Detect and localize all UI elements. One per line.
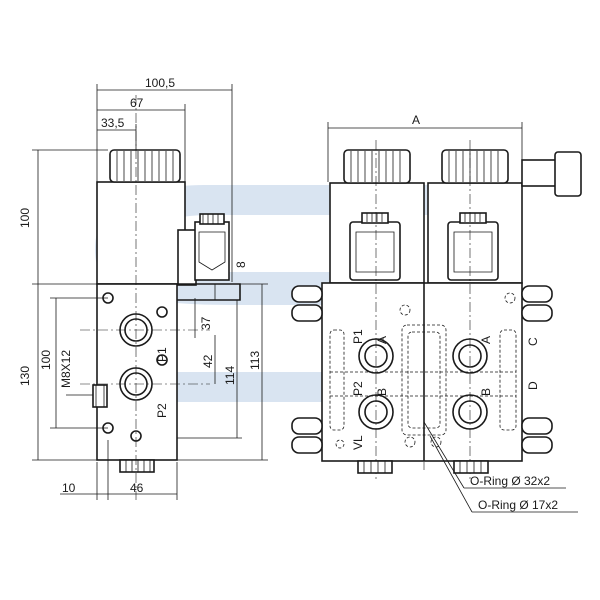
label-a2: A bbox=[479, 336, 493, 344]
label-b1: B bbox=[375, 388, 389, 396]
side-fitting bbox=[521, 151, 582, 197]
right-bottom-fitting-1 bbox=[357, 460, 393, 474]
label-p2-right: P2 bbox=[351, 381, 365, 396]
dim-100-5: 100,5 bbox=[145, 76, 175, 90]
label-d: D bbox=[526, 381, 540, 390]
dim-100-coil: 100 bbox=[18, 208, 32, 228]
dim-130: 130 bbox=[18, 366, 32, 386]
left-right-dimensions: 8 37 42 114 113 bbox=[177, 261, 268, 461]
dim-8: 8 bbox=[234, 261, 248, 268]
left-bottom-fitting bbox=[119, 459, 155, 473]
left-bottom-dimensions: 10 46 bbox=[60, 440, 178, 500]
left-body-step bbox=[177, 283, 241, 301]
left-knurled-cap bbox=[109, 149, 181, 183]
left-coil-housing bbox=[96, 181, 186, 285]
label-p1-left: P1 bbox=[155, 347, 169, 362]
dim-33-5: 33,5 bbox=[101, 116, 125, 130]
left-top-dimensions: 100,5 67 33,5 bbox=[96, 76, 233, 282]
dim-67: 67 bbox=[130, 96, 144, 110]
side-plugs-right bbox=[521, 285, 553, 454]
dim-m8x12: M8X12 bbox=[59, 350, 73, 388]
dim-10: 10 bbox=[62, 481, 76, 495]
thread-hole-m8 bbox=[92, 384, 108, 408]
label-p1-right: P1 bbox=[351, 329, 365, 344]
label-vl: VL bbox=[351, 435, 365, 450]
label-a1: A bbox=[375, 336, 389, 344]
oring-callouts: O-Ring Ø 32x2 O-Ring Ø 17x2 bbox=[423, 421, 578, 513]
mount-hole-tr bbox=[156, 306, 168, 318]
dim-A: A bbox=[412, 113, 420, 127]
dim-46: 46 bbox=[130, 481, 144, 495]
label-b2: B bbox=[479, 388, 493, 396]
right-coil-1 bbox=[329, 149, 425, 284]
right-bottom-fitting-2 bbox=[453, 460, 489, 474]
right-coil-2 bbox=[427, 149, 523, 284]
label-oring-32: O-Ring Ø 32x2 bbox=[470, 474, 550, 488]
dim-113: 113 bbox=[248, 351, 262, 370]
mount-hole-mr bbox=[156, 354, 168, 366]
label-oring-17: O-Ring Ø 17x2 bbox=[478, 498, 558, 512]
left-view: 100,5 67 33,5 100 130 100 M8X12 8 37 bbox=[18, 76, 268, 500]
left-connector-plug bbox=[177, 213, 230, 286]
label-p2-left: P2 bbox=[155, 403, 169, 418]
left-side-dimensions: 100 130 100 M8X12 bbox=[18, 149, 108, 461]
dim-42: 42 bbox=[201, 354, 215, 368]
label-c: C bbox=[526, 337, 540, 346]
dim-100-inner: 100 bbox=[39, 350, 53, 370]
right-view: A bbox=[291, 113, 582, 513]
side-plugs-left bbox=[291, 285, 323, 454]
dim-37: 37 bbox=[199, 316, 213, 330]
dim-114: 114 bbox=[223, 366, 237, 385]
